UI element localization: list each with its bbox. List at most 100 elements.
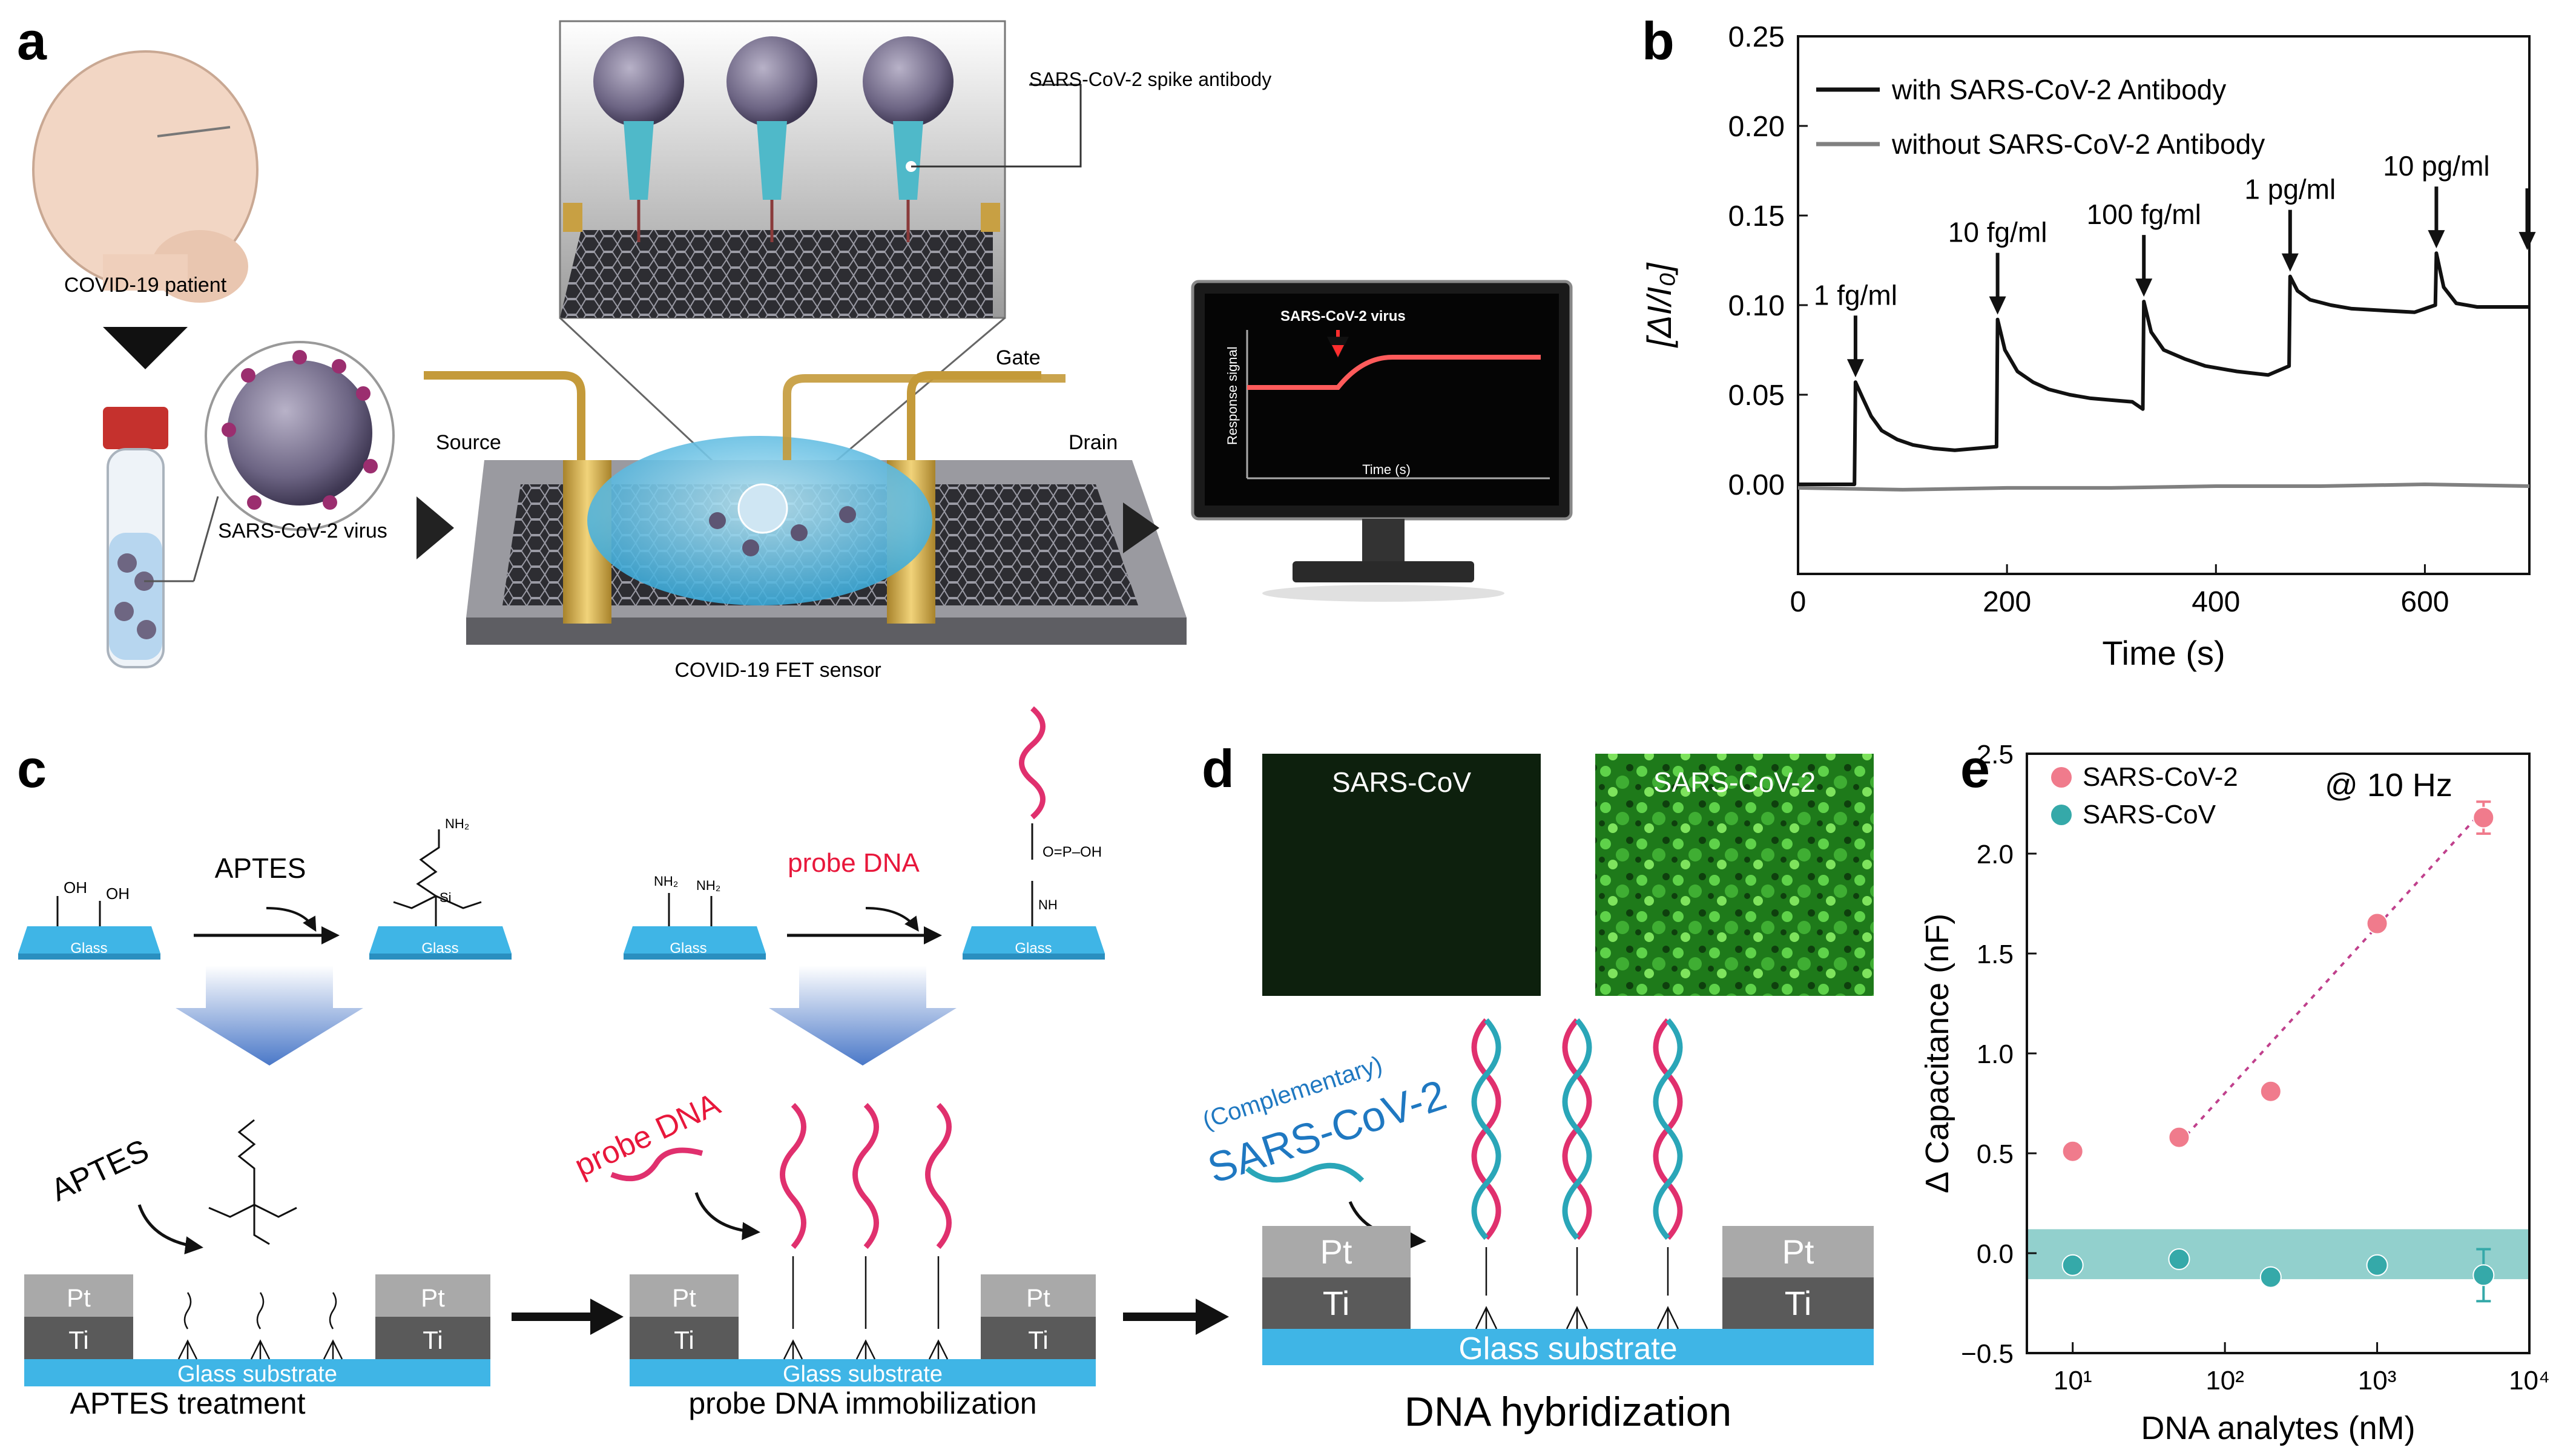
chart-e-ytick-label: 0.0 xyxy=(1977,1239,2014,1269)
chart-e-point xyxy=(2366,912,2388,935)
process-arrow-1-icon xyxy=(176,966,363,1066)
glass-slab-aptes xyxy=(369,829,512,960)
chart-e-ytick-label: 0.5 xyxy=(1977,1139,2014,1169)
monitor-virus-label: SARS-CoV-2 virus xyxy=(1280,308,1406,324)
antibody-inset xyxy=(559,20,1082,319)
panel-a: a COVID-19 patient xyxy=(17,11,1573,682)
ti-label-6: Ti xyxy=(1785,1284,1812,1322)
chart-e-xlabel: DNA analytes (nM) xyxy=(2141,1410,2415,1446)
ti-label-5: Ti xyxy=(1323,1284,1350,1322)
panel-c-letter: c xyxy=(17,739,47,799)
probe-immobilization-caption: probe DNA immobilization xyxy=(688,1386,1036,1420)
chart-e-ytick-label: 1.5 xyxy=(1977,940,2014,969)
chart-b-ytick-label: 0.15 xyxy=(1728,200,1785,232)
fet-device xyxy=(424,317,1187,645)
panel-b-letter: b xyxy=(1642,11,1675,71)
chart-e-ytick-label: 2.5 xyxy=(1977,740,2014,769)
chart-b-ytick-label: 0.05 xyxy=(1728,380,1785,412)
probe-curve-arrow-2 xyxy=(694,1192,760,1240)
chart-b-legend-label: without SARS-CoV-2 Antibody xyxy=(1891,128,2265,160)
patient-label: COVID-19 patient xyxy=(64,274,227,297)
chart-b-xlabel: Time (s) xyxy=(2102,634,2225,672)
device-stack-2 xyxy=(630,1102,1096,1386)
monitor-ylabel: Response signal xyxy=(1225,346,1240,445)
chart-e-point xyxy=(2168,1248,2190,1270)
chart-b-annotation-arrowhead xyxy=(2281,253,2299,272)
free-target-strand xyxy=(1245,1162,1365,1183)
chart-b-ytick-label: 0.20 xyxy=(1728,111,1785,143)
chart-b-annotation-label: 100 fg/ml xyxy=(2087,199,2201,230)
chart-b-legend-label: with SARS-CoV-2 Antibody xyxy=(1891,74,2226,105)
ti-label-3: Ti xyxy=(674,1326,694,1354)
chart-b-annotation-arrowhead xyxy=(2518,232,2536,251)
aptes-curve-arrow-1 xyxy=(266,907,317,932)
chart-e-annotation: @ 10 Hz xyxy=(2325,767,2452,803)
aptes-label-2: APTES xyxy=(46,1133,154,1208)
chart-b-ytick-label: 0.00 xyxy=(1728,469,1785,501)
virus-zoom-icon xyxy=(193,341,395,582)
chart-b-xtick-label: 600 xyxy=(2400,586,2449,618)
glass-label-1: Glass xyxy=(70,940,107,957)
fluorescence-image-sars-cov-2 xyxy=(1595,754,1874,996)
chart-b-xtick-label: 400 xyxy=(2192,586,2240,618)
glass-substrate-label-2: Glass substrate xyxy=(783,1362,943,1387)
monitor-xlabel: Time (s) xyxy=(1362,462,1411,477)
virus-label: SARS-CoV-2 virus xyxy=(218,519,387,542)
glass-slab-nh2 xyxy=(624,893,766,960)
glass-slab-probe xyxy=(963,706,1105,960)
probe-dna-label-1: probe DNA xyxy=(788,848,920,878)
nh-label-top: NH xyxy=(1038,897,1058,912)
aptes-label-1: APTES xyxy=(215,852,306,884)
chart-e-point xyxy=(2061,1254,2084,1276)
chart-e-xtick-label: 10² xyxy=(2205,1366,2244,1395)
glass-label-2: Glass xyxy=(421,940,458,957)
fluorescence-label-left: SARS-CoV xyxy=(1332,766,1471,798)
drain-label: Drain xyxy=(1069,431,1118,454)
chart-e-point xyxy=(2061,1140,2084,1162)
aptes-treatment-caption: APTES treatment xyxy=(70,1386,305,1420)
step-arrow-1-head xyxy=(590,1299,624,1335)
pt-label-4: Pt xyxy=(1026,1283,1050,1312)
chart-b-annotation-label: 1 fg/ml xyxy=(1814,279,1897,311)
chart-b-annotation-arrowhead xyxy=(2428,230,2445,249)
nh2-label-1: NH₂ xyxy=(445,816,469,831)
panel-c: c OH OH Glass APTES Si NH₂ Glass NH₂ NH₂ xyxy=(17,706,1229,1420)
arrow-to-sensor-icon xyxy=(417,496,454,559)
ti-label-4: Ti xyxy=(1028,1326,1048,1354)
chart-e-point xyxy=(2259,1080,2282,1102)
glass-substrate-label-3: Glass substrate xyxy=(1458,1331,1677,1366)
chart-e-xtick-label: 10³ xyxy=(2358,1366,2397,1395)
chart-e-point xyxy=(2472,1264,2495,1286)
step-arrow-2-head xyxy=(1196,1299,1229,1335)
glass-substrate-label-1: Glass substrate xyxy=(177,1362,337,1387)
panel-a-letter: a xyxy=(17,11,47,71)
device-stack-3 xyxy=(1262,1018,1874,1365)
glass-label-4: Glass xyxy=(1015,940,1052,957)
ti-label-2: Ti xyxy=(423,1326,443,1354)
nh2-label-2: NH₂ xyxy=(654,874,678,889)
phosphate-label: O=P–OH xyxy=(1042,844,1102,860)
chart-e-ytick-label: 1.0 xyxy=(1977,1039,2014,1069)
chart-b-ytick-label: 0.10 xyxy=(1728,290,1785,322)
chart-e-legend-marker xyxy=(2051,805,2072,825)
chart-b-annotation-label: 10 fg/ml xyxy=(1948,217,2047,248)
panel-d-letter: d xyxy=(1202,739,1234,799)
chart-b-xtick-label: 200 xyxy=(1983,586,2031,618)
chart-e-legend-label: SARS-CoV xyxy=(2083,800,2216,829)
arrow-to-monitor-icon xyxy=(1123,502,1159,553)
probe-curve-arrow xyxy=(865,907,919,932)
pt-label-5: Pt xyxy=(1320,1233,1352,1271)
free-probe-strand xyxy=(610,1147,703,1182)
chart-b-xtick-label: 0 xyxy=(1790,586,1807,618)
chart-e-ytick-label: −0.5 xyxy=(1961,1339,2014,1369)
chart-b-annotation-arrowhead xyxy=(2135,278,2153,297)
aptes-molecule xyxy=(208,1119,297,1245)
gate-label: Gate xyxy=(996,346,1041,369)
oh-label-2: OH xyxy=(106,884,130,903)
pt-label-6: Pt xyxy=(1782,1233,1814,1271)
ti-label-1: Ti xyxy=(68,1326,88,1354)
